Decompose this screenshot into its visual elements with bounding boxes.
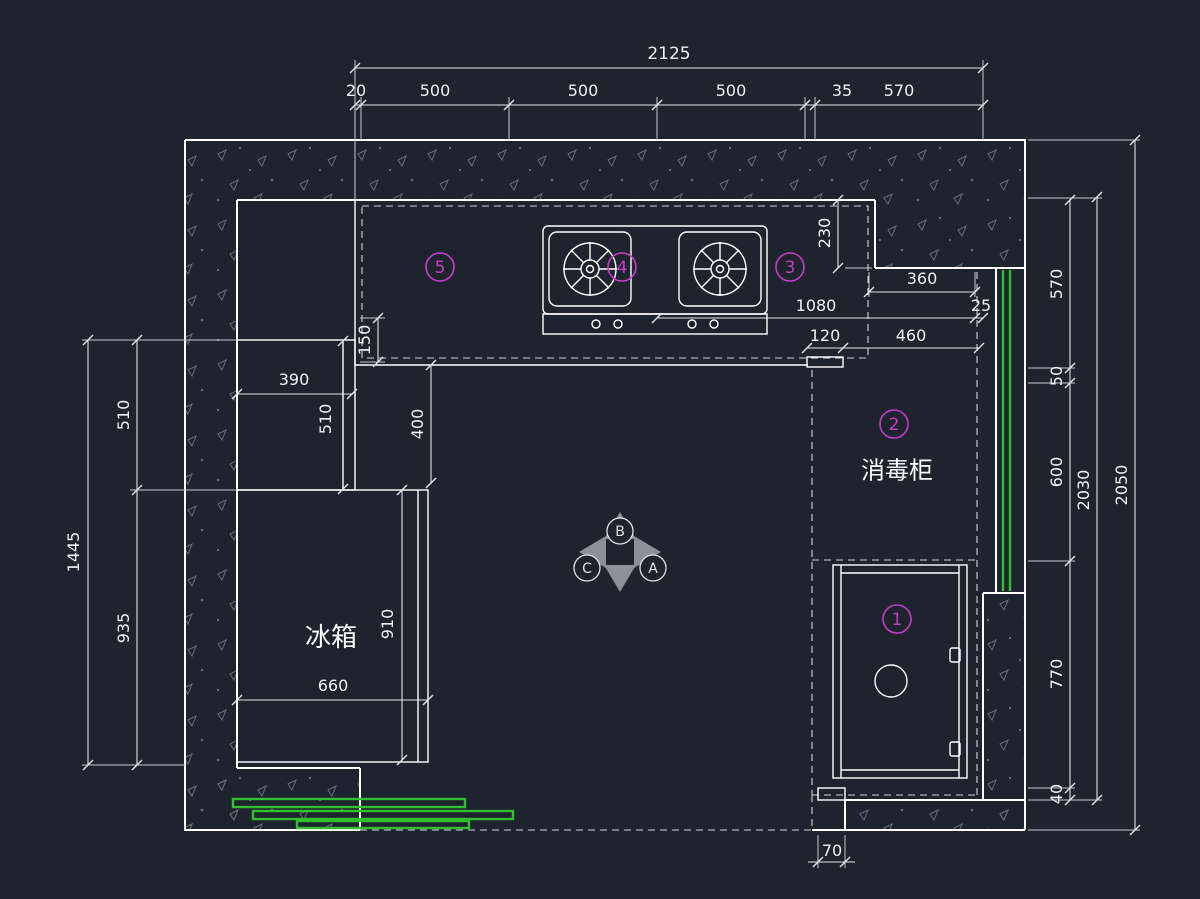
dim-510-cabinet: 510	[316, 404, 335, 435]
marker-5: 5	[435, 258, 446, 278]
dim-right-600: 600	[1047, 457, 1066, 488]
sink-circle	[874, 664, 908, 698]
left-upper-cabinet	[236, 339, 356, 491]
dim-right-2050: 2050	[1112, 465, 1131, 506]
dim-230: 230	[815, 218, 834, 249]
marker-4: 4	[617, 258, 628, 278]
view-c-label: C	[582, 561, 592, 577]
base-block	[817, 787, 846, 801]
dim-right-40: 40	[1047, 784, 1066, 804]
dim-top-20: 20	[346, 81, 366, 100]
dim-top-500a: 500	[420, 81, 451, 100]
dim-right-770: 770	[1047, 659, 1066, 690]
dim-910: 910	[378, 609, 397, 640]
dim-400: 400	[408, 409, 427, 440]
dim-right-50: 50	[1047, 366, 1066, 386]
dim-right-2030: 2030	[1074, 470, 1093, 511]
elevation-marker: B C A	[573, 512, 667, 592]
dim-left-935: 935	[114, 613, 133, 644]
marker-3: 3	[785, 258, 796, 278]
item-markers: 5 4 3 2 1	[425, 252, 912, 634]
arrow-right	[634, 536, 661, 568]
arrow-down	[604, 565, 636, 592]
dim-1080: 1080	[796, 296, 837, 315]
marker-2: 2	[889, 415, 900, 435]
fridge-box	[236, 489, 429, 763]
sterilizer-cabinet-label: 消毒柜	[861, 456, 933, 484]
bottom-sliding-panels	[231, 797, 515, 830]
dim-top-500b: 500	[568, 81, 599, 100]
dim-left-510: 510	[114, 400, 133, 431]
cooktop-knobs	[591, 319, 719, 329]
burner-right	[678, 231, 762, 307]
dim-top-total: 2125	[647, 44, 690, 64]
dim-left-1445: 1445	[64, 532, 83, 573]
dim-390: 390	[279, 370, 310, 389]
dim-25: 25	[971, 296, 991, 315]
fridge-label: 冰箱	[305, 623, 357, 653]
right-zone-dashed	[811, 272, 978, 830]
right-window	[1001, 270, 1012, 591]
sink-cabinet	[817, 564, 968, 801]
dim-150: 150	[355, 325, 374, 356]
dimension-labels: 2125 20 500 500 500 35 570 570 50 600 77…	[64, 44, 1131, 860]
hinge-top	[949, 647, 961, 663]
dim-660: 660	[318, 676, 349, 695]
dim-top-500c: 500	[716, 81, 747, 100]
dimension-lines	[87, 67, 1136, 863]
cooktop	[542, 225, 768, 335]
filler-panel	[806, 356, 844, 368]
wall-hatch	[185, 140, 1025, 830]
dim-120: 120	[810, 326, 841, 345]
view-b-label: B	[615, 524, 625, 540]
marker-1: 1	[892, 610, 903, 630]
dim-360: 360	[907, 269, 938, 288]
view-a-label: A	[648, 561, 658, 577]
dim-right-570: 570	[1047, 269, 1066, 300]
dim-top-35: 35	[832, 81, 852, 100]
burner-left	[548, 231, 632, 307]
arrow-left	[579, 536, 606, 568]
hinge-bottom	[949, 741, 961, 757]
dim-460: 460	[896, 326, 927, 345]
dim-70: 70	[822, 841, 842, 860]
dim-top-570: 570	[884, 81, 915, 100]
